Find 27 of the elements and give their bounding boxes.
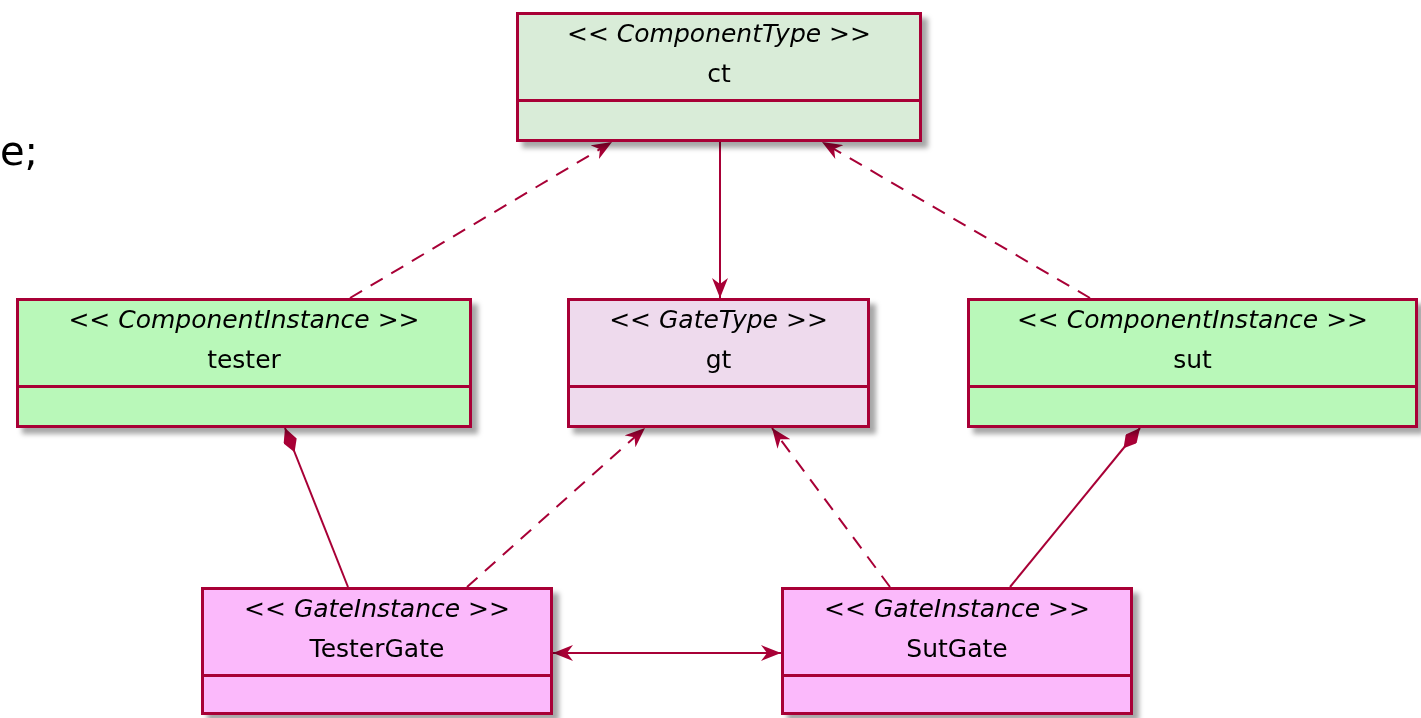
dependency-arrow <box>821 141 1091 299</box>
class-name: ct <box>706 59 732 88</box>
class-name: sut <box>1172 345 1213 374</box>
class-box <box>201 587 553 715</box>
stereotype-label: << ComponentType >> <box>566 19 872 48</box>
class-box <box>567 298 870 428</box>
stereotype-label: << ComponentInstance >> <box>1015 305 1370 334</box>
stereotype-label: << GateInstance >> <box>243 594 511 623</box>
dependency-arrow <box>349 141 613 299</box>
dependency-arrow <box>466 427 646 588</box>
stereotype-label: << GateType >> <box>608 305 829 334</box>
class-name: TesterGate <box>308 634 446 663</box>
code-fragment: e; <box>0 128 39 174</box>
association-arrow <box>712 141 728 299</box>
stereotype-label: << ComponentInstance >> <box>67 305 421 334</box>
composition-line <box>1009 427 1141 588</box>
class-box <box>781 587 1133 715</box>
class-box <box>16 298 472 428</box>
class-name: gt <box>704 345 733 374</box>
class-name: SutGate <box>905 634 1009 663</box>
association-arrow <box>552 645 782 661</box>
dependency-arrow <box>771 427 891 588</box>
stereotype-label: << GateInstance >> <box>823 594 1091 623</box>
class-name: tester <box>206 345 282 374</box>
composition-line <box>283 427 349 588</box>
class-box <box>516 12 922 142</box>
class-box <box>967 298 1418 428</box>
